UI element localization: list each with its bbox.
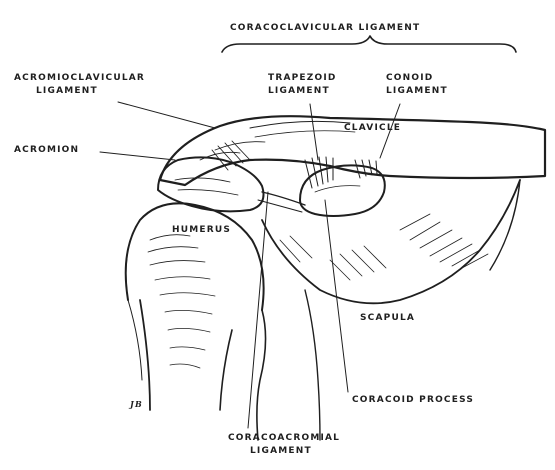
leader-acromioclavicular	[118, 102, 215, 128]
leader-coracoid-process	[325, 200, 348, 392]
label-conoid-line2: LIGAMENT	[386, 85, 448, 98]
label-scapula: SCAPULA	[360, 312, 415, 325]
label-acromion: ACROMION	[14, 144, 79, 157]
label-acromioclavicular-line2: LIGAMENT	[14, 85, 145, 98]
label-conoid-line1: CONOID	[386, 72, 448, 85]
label-trapezoid-ligament: TRAPEZOID LIGAMENT	[268, 72, 337, 98]
label-acromioclavicular-line1: ACROMIOCLAVICULAR	[14, 72, 145, 85]
label-acromioclavicular-ligament: ACROMIOCLAVICULAR LIGAMENT	[14, 72, 145, 98]
artist-signature: JB	[130, 398, 143, 411]
label-coracoid-process: CORACOID PROCESS	[352, 394, 474, 407]
label-coracoacromial-line2: LIGAMENT	[228, 445, 340, 458]
label-conoid-ligament: CONOID LIGAMENT	[386, 72, 448, 98]
label-coracoacromial-line1: CORACOACROMIAL	[228, 432, 340, 445]
humerus-outline	[126, 203, 264, 310]
label-clavicle: CLAVICLE	[344, 122, 401, 135]
label-coracoacromial-ligament: CORACOACROMIAL LIGAMENT	[228, 432, 340, 458]
label-coracoclavicular-ligament: CORACOCLAVICULAR LIGAMENT	[230, 22, 420, 35]
label-humerus: HUMERUS	[172, 224, 231, 237]
leader-trapezoid	[310, 104, 318, 160]
leader-acromion	[100, 152, 175, 160]
coracoclavicular-bracket	[222, 36, 516, 52]
acromioclavicular-ligament-fibers	[212, 141, 250, 170]
label-trapezoid-line2: LIGAMENT	[268, 85, 337, 98]
label-trapezoid-line1: TRAPEZOID	[268, 72, 337, 85]
